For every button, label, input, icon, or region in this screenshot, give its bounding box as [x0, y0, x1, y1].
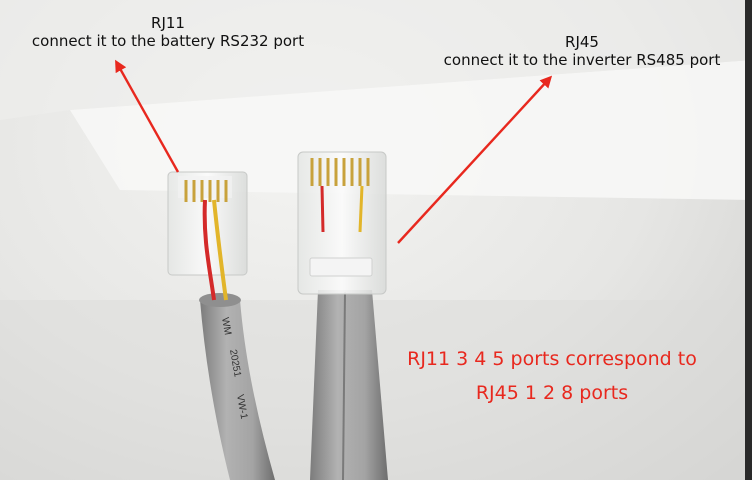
- rj11-cable: [199, 293, 275, 480]
- arrow-rj45: [397, 75, 553, 244]
- rj45-plug: [297, 151, 387, 295]
- cable-print-1: WM: [219, 317, 233, 336]
- note-line-2: RJ45 1 2 8 ports: [475, 382, 629, 404]
- cable-print-2: 20251: [227, 349, 243, 379]
- annotation-arrows: [115, 59, 553, 244]
- rj11-label: RJ11 connect it to the battery RS232 por…: [0, 14, 336, 50]
- rj45-label: RJ45 connect it to the inverter RS485 po…: [416, 33, 748, 69]
- port-mapping-note: RJ11 3 4 5 ports correspond to RJ45 1 2 …: [380, 342, 724, 410]
- note-line-1: RJ11 3 4 5 ports correspond to: [407, 348, 697, 370]
- rj45-title: RJ45: [565, 33, 599, 51]
- rj11-plug: [167, 171, 248, 301]
- rj45-caption: connect it to the inverter RS485 port: [443, 51, 721, 69]
- arrow-rj11: [115, 59, 180, 173]
- rj11-caption: connect it to the battery RS232 port: [31, 32, 305, 50]
- rj11-title: RJ11: [151, 14, 185, 32]
- cable-print: WM 20251 VW-1: [219, 317, 249, 421]
- rj45-cable: [310, 290, 388, 480]
- cable-print-3: VW-1: [234, 394, 249, 421]
